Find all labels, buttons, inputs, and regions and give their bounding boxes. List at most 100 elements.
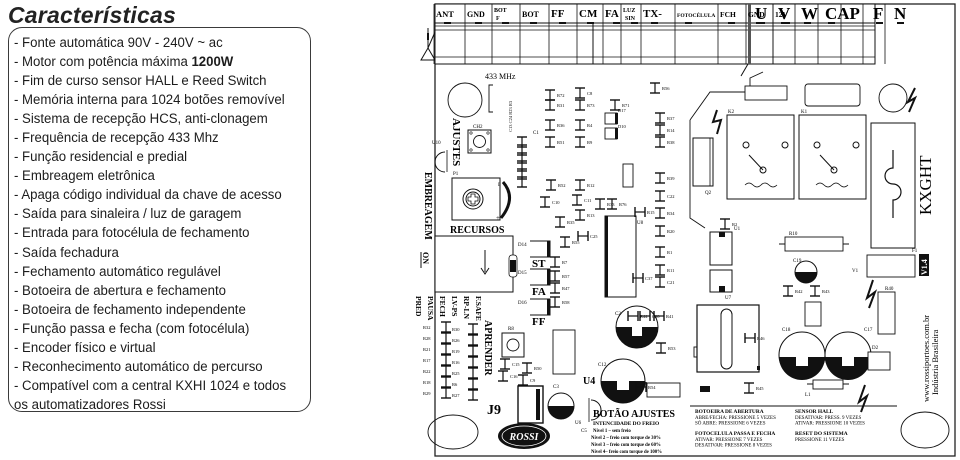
feature-item: - Reconhecimento automático de percurso — [14, 358, 286, 377]
aprender-label: APRENDER — [482, 320, 493, 376]
ajustes-label: AJUSTES — [450, 118, 462, 166]
feature-text: - Frequência de recepção 433 Mhz — [14, 130, 219, 147]
instruction-title: RESET DO SISTEMA — [795, 431, 848, 437]
led-label: ST — [532, 258, 546, 270]
feature-item: - Botoeira de fechamento independente — [14, 301, 286, 320]
r15-ref: R15 — [647, 210, 655, 215]
botao-ajustes-title: BOTÃO AJUSTES — [593, 408, 675, 420]
feature-text: os automatizadores Rossi — [14, 396, 166, 413]
resistor-ref: R32 — [423, 325, 431, 330]
c37-ref: C37 — [645, 276, 653, 281]
dip-label: RP-LN — [462, 296, 471, 319]
f1-ref: F1 — [912, 249, 918, 254]
resistor-ref: R21 — [423, 347, 431, 352]
ch2-button[interactable] — [467, 129, 492, 154]
mounting-hole — [427, 414, 479, 450]
u8-ic — [604, 215, 637, 298]
r57-ref: R57 — [562, 274, 570, 279]
feature-text: - Fechamento automático regulável — [14, 263, 221, 280]
feature-item: - Saída para sinaleira / luz de garagem — [14, 205, 286, 224]
aprender-button[interactable] — [501, 332, 525, 358]
brake-level: Nível 4– freio com torque de 100% — [591, 450, 662, 455]
u4-label: U4 — [583, 376, 595, 387]
terminal-label: BOT — [522, 10, 540, 19]
terminal-label: CM — [579, 8, 598, 20]
fuse-f1 — [870, 122, 916, 249]
terminal-label: FF — [551, 8, 565, 20]
dip-label: PAUSA — [426, 296, 435, 321]
r10-ref: R10 — [789, 232, 798, 237]
terminal-block — [434, 3, 876, 77]
version-badge — [919, 254, 929, 276]
dip-switch[interactable] — [434, 235, 514, 293]
r56-ref: R56 — [662, 86, 670, 91]
j9-label: J9 — [487, 403, 501, 418]
terminal-label-power: U — [755, 4, 767, 23]
feature-text: - Botoeira de fechamento independente — [14, 301, 246, 318]
instruction-line: DESATIVAR: PRESSIONE 8 VEZES — [695, 444, 772, 449]
r54-ref: R54 — [648, 385, 656, 390]
instruction-title: FOTOCELULA PASSA E FECHA — [695, 431, 775, 437]
instruction-title: BOTOEIRA DE ABERTURA — [695, 409, 764, 415]
c15-ref: C15 — [512, 362, 520, 367]
resistor-ref: R29 — [423, 391, 431, 396]
c17-ref: C17 — [864, 328, 873, 333]
capacitor-c2: C2 — [615, 305, 659, 349]
c11-ref: C11 — [584, 198, 591, 203]
feature-text: - Apaga código individual da chave de ac… — [14, 187, 282, 204]
feature-text: - Saída fechadura — [14, 244, 119, 261]
features-title: Características — [8, 2, 176, 28]
feature-text: - Embreagem eletrônica — [14, 168, 155, 185]
feature-text: - Função residencial e predial — [14, 149, 188, 166]
v1-ref: V1 — [852, 269, 859, 274]
r50-ref: R50 — [534, 366, 542, 371]
terminal-label-power: F — [873, 4, 883, 23]
feature-text: - Compatível com a central KXHI 1024 e t… — [14, 377, 287, 394]
p1-potentiometer[interactable] — [451, 177, 501, 221]
resistor-ref: R18 — [423, 380, 431, 385]
r14-ref: R14 — [667, 128, 675, 133]
r8-ref: R8 — [508, 327, 514, 332]
terminal-label: TX- — [643, 8, 662, 20]
d2-ref: D2 — [872, 346, 879, 351]
features-list: - Fonte automática 90V - 240V ~ ac- Moto… — [14, 34, 286, 415]
r76-ref: R76 — [619, 202, 627, 207]
on-label: ON — [421, 252, 430, 264]
r53-ref: R53 — [668, 346, 676, 351]
terminal-label: GND — [467, 10, 485, 19]
r42-ref: R42 — [795, 289, 803, 294]
u10-ref: U10 — [432, 141, 441, 146]
rf-module-circle — [447, 82, 483, 118]
feature-item: - Motor com potência máxima 1200W — [14, 53, 286, 72]
feature-item: - Saída fechadura — [14, 244, 286, 263]
ch2-ref: CH2 — [473, 125, 483, 130]
r36-ref: R36 — [557, 123, 565, 128]
resistor-columns: R32R28R21R17R22R18R29R30R26R19R16R25R6R2… — [423, 321, 479, 401]
r35-ref: R35 — [567, 220, 575, 225]
r71-ref: R71 — [622, 103, 630, 108]
brake-level: Nível 2 – freio com torque de 30% — [591, 436, 661, 441]
r1-ref: R1 — [667, 250, 672, 255]
led-label: FF — [532, 316, 546, 328]
u8-ref: U8 — [637, 221, 644, 226]
feature-text: - Saída para sinaleira / luz de garagem — [14, 206, 242, 223]
c10-ref: C10 — [552, 200, 560, 205]
feature-item: - Fonte automática 90V - 240V ~ ac — [14, 34, 286, 53]
dip-label: PRED — [414, 296, 423, 317]
feature-item: - Apaga código individual da chave de ac… — [14, 186, 286, 205]
led-ref: D16 — [518, 301, 527, 306]
feature-text: - Reconhecimento automático de percurso — [14, 358, 263, 375]
feature-bold-value: 1200W — [191, 54, 234, 71]
brake-level: Nível 1 – sem freio — [593, 429, 631, 434]
c2-ref: C2 — [615, 312, 621, 317]
feature-item: - Frequência de recepção 433 Mhz — [14, 129, 286, 148]
botao-ajustes-subtitle: INTENCIDADE DO FREIO — [593, 421, 659, 427]
